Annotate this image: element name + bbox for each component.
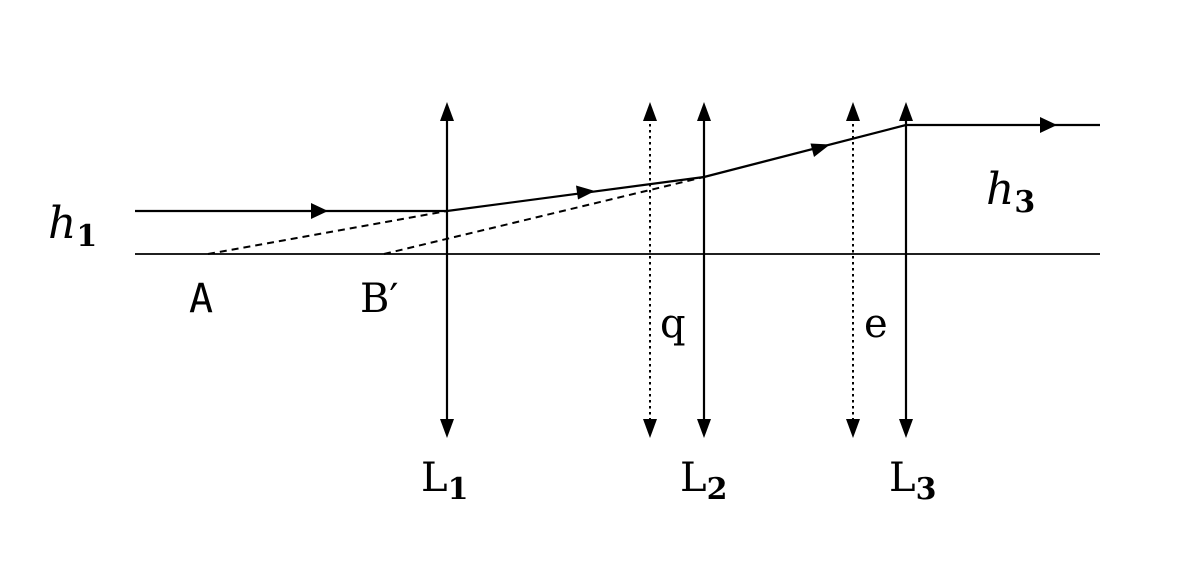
label-h3: h3 bbox=[986, 164, 1035, 220]
ray-l1-to-l2 bbox=[446, 175, 705, 213]
dotted-lens-e bbox=[846, 102, 860, 438]
lens-l2 bbox=[697, 102, 711, 438]
label-point-a: A bbox=[189, 276, 213, 322]
ray-l2-to-l3 bbox=[703, 123, 907, 179]
ray-outgoing bbox=[906, 117, 1100, 133]
label-l1: L1 bbox=[421, 455, 468, 507]
lens-l1 bbox=[440, 102, 454, 438]
dashed-line-a bbox=[207, 210, 448, 255]
dotted-lens-q bbox=[643, 102, 657, 438]
label-e: e bbox=[864, 301, 888, 347]
label-l3: L3 bbox=[889, 455, 936, 507]
dashed-line-b bbox=[383, 176, 705, 255]
label-l2: L2 bbox=[680, 455, 727, 507]
label-h1: h1 bbox=[48, 198, 97, 254]
label-point-b: B′ bbox=[360, 276, 398, 322]
label-q: q bbox=[660, 301, 686, 347]
lens-l3 bbox=[899, 102, 913, 438]
ray-incoming bbox=[135, 203, 447, 219]
